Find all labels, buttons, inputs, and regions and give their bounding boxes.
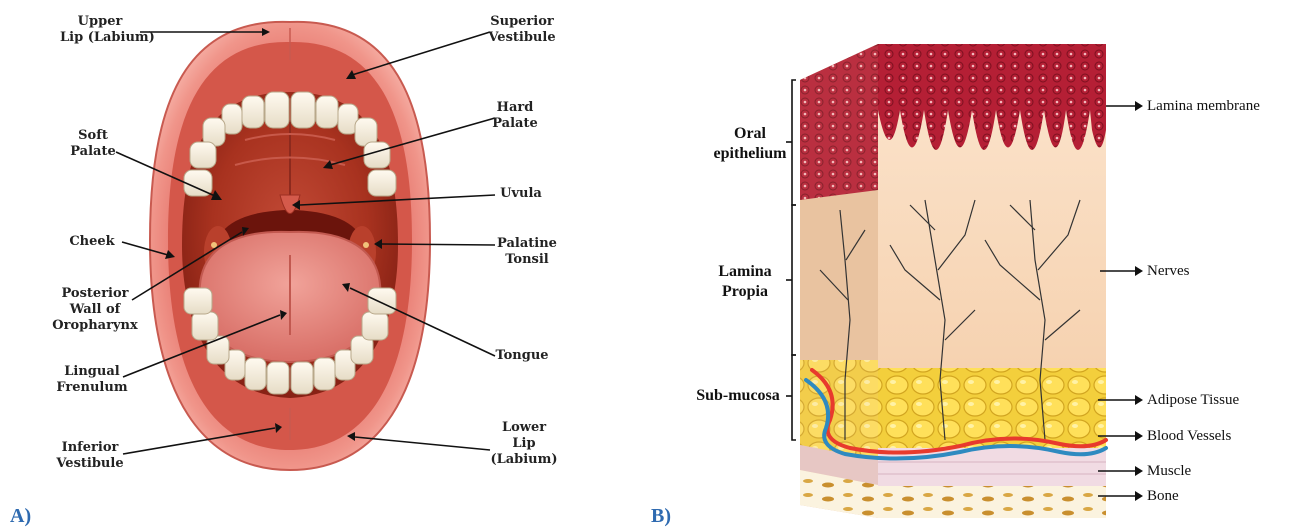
panel-b-tag: B) — [651, 505, 671, 528]
label-bone: Bone — [1147, 487, 1179, 505]
label-muscle: Muscle — [1147, 462, 1191, 480]
block-left-face — [800, 44, 878, 518]
bone-layer — [878, 486, 1106, 518]
label-nerves: Nerves — [1147, 262, 1189, 280]
label-oral-epithelium: Oral epithelium — [712, 124, 788, 164]
label-lamina-propia: Lamina Propia — [712, 262, 778, 302]
label-blood-vessels: Blood Vessels — [1147, 427, 1231, 445]
adipose-layer — [878, 368, 1106, 448]
label-lamina-membrane: Lamina membrane — [1147, 97, 1260, 115]
label-sub-mucosa: Sub-mucosa — [690, 386, 786, 406]
label-adipose-tissue: Adipose Tissue — [1147, 391, 1239, 409]
arrowheads-b — [1135, 101, 1143, 501]
